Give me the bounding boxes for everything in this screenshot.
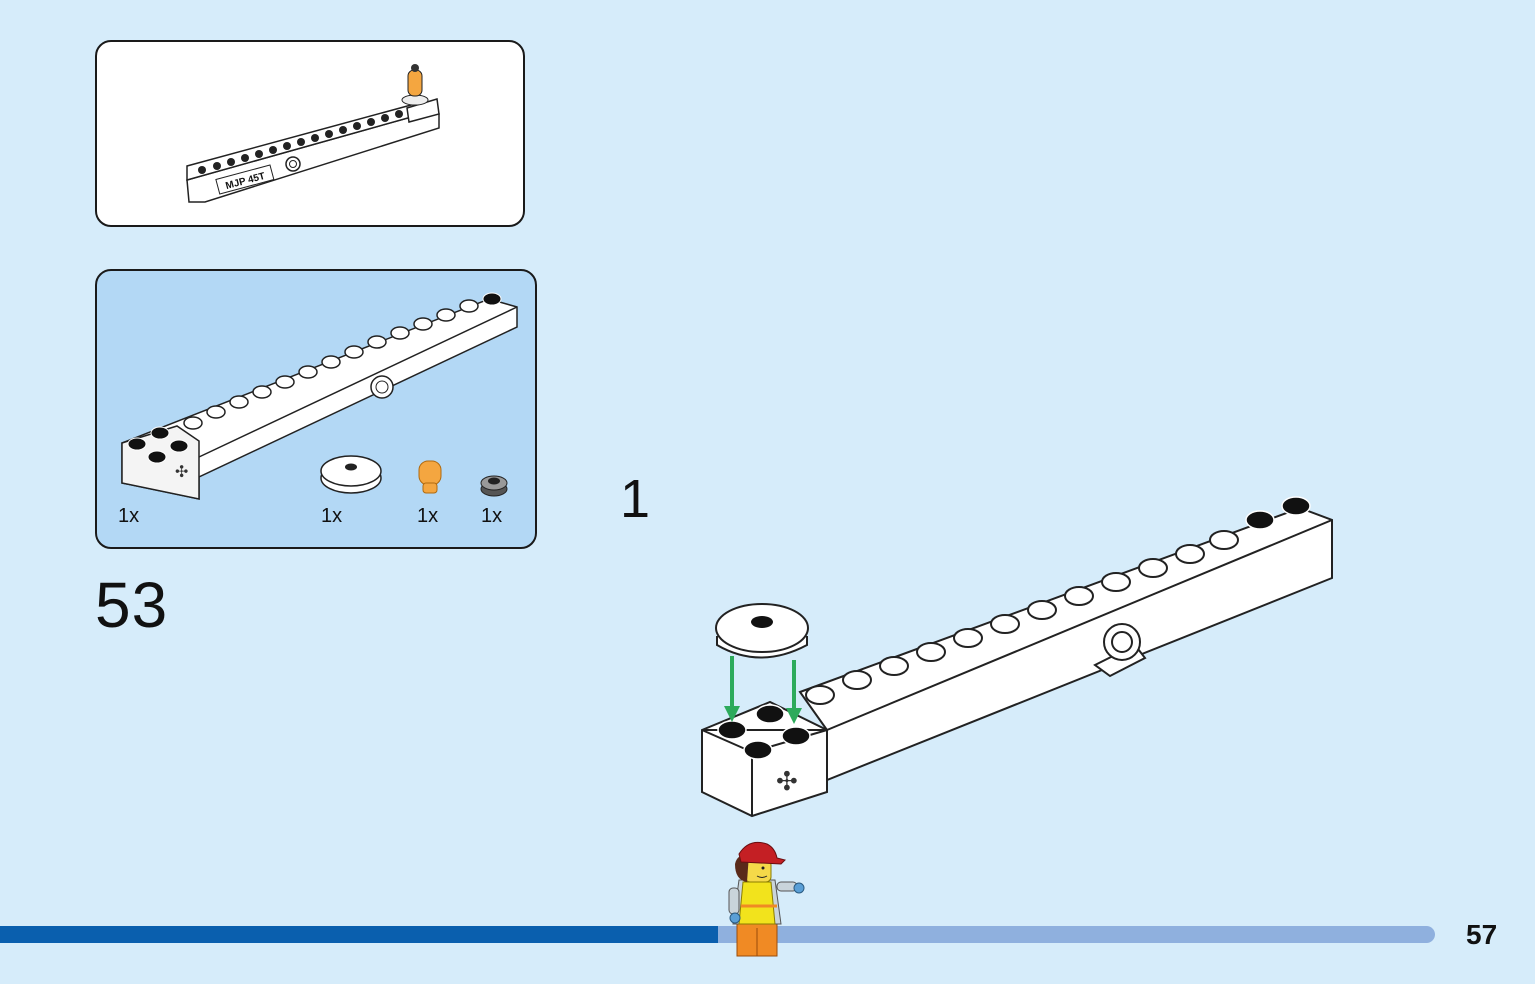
step-number: 53: [95, 569, 169, 641]
round-tile-part: [320, 455, 382, 494]
part-quantity: 1x: [118, 505, 140, 527]
build-progress-fill: [0, 926, 718, 943]
svg-text:✣: ✣: [175, 462, 188, 481]
part-quantity: 1x: [321, 505, 343, 527]
assembly-preview-panel: MJP 45T: [95, 40, 525, 227]
part-quantity: 1x: [481, 505, 503, 527]
build-step-illustration: ✣: [701, 496, 1333, 818]
round-tile-callout: [715, 603, 809, 659]
assembled-boom-illustration: MJP 45T: [186, 64, 440, 203]
round-plate-part: [480, 475, 508, 497]
svg-text:✣: ✣: [776, 767, 798, 797]
construction-worker-minifig-icon: [728, 841, 805, 957]
long-brick-part: ✣: [121, 292, 518, 500]
orange-light-cone-part: [418, 460, 442, 494]
placement-arrows: [724, 656, 802, 724]
parts-list-panel: ✣ 1x 1x 1x 1x: [95, 269, 537, 549]
page-number: 57: [1466, 919, 1498, 950]
substep-number: 1: [620, 469, 651, 529]
part-quantity: 1x: [417, 505, 439, 527]
